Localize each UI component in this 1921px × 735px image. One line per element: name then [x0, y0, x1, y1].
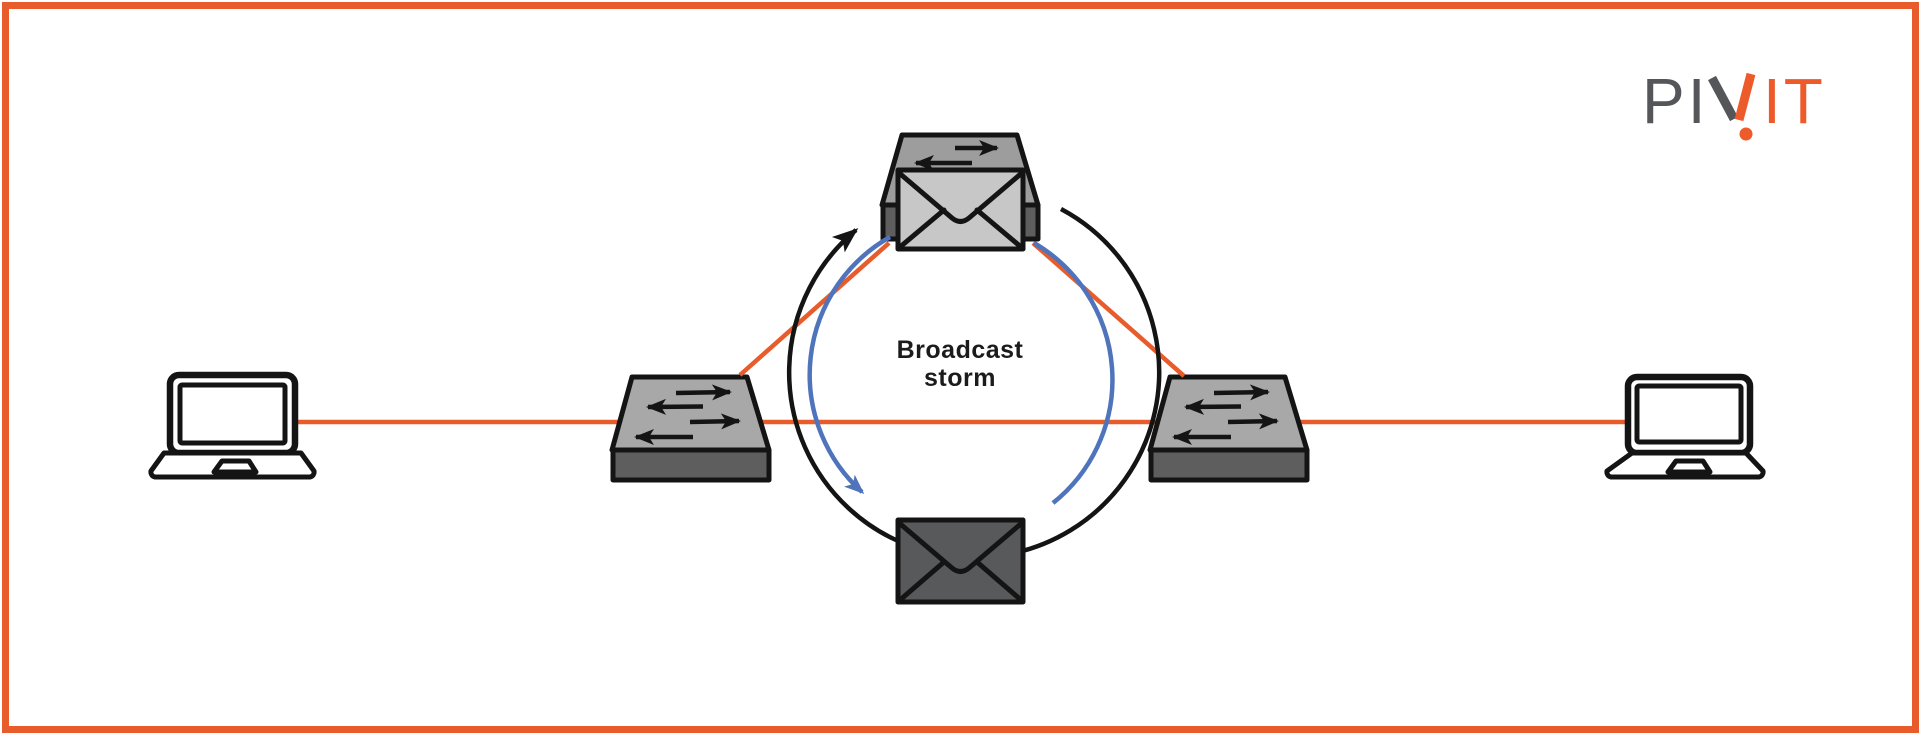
logo-exclamation-dot	[1739, 127, 1753, 141]
envelope-bottom-icon	[895, 517, 1026, 605]
switch-left-icon	[612, 377, 769, 480]
loop-arrow-blue-right-icon	[1032, 241, 1115, 505]
logo-text-gray: PI	[1642, 65, 1708, 137]
broadcast-storm-label-line1: Broadcast	[896, 336, 1024, 364]
loop-arrow-blue-left-icon	[807, 235, 892, 495]
logo-exclamation-stroke	[1734, 72, 1756, 122]
envelope-top-icon	[895, 167, 1026, 252]
link-uplink-left	[738, 241, 891, 377]
pivit-logo: PI IT	[1642, 65, 1826, 141]
laptop-left-icon	[148, 371, 317, 480]
logo-letter-v	[1708, 75, 1738, 122]
broadcast-storm-label: Broadcast storm	[840, 336, 1080, 392]
switch-right-icon	[1150, 377, 1307, 480]
laptop-right-icon	[1604, 373, 1766, 480]
logo-text-orange: IT	[1763, 65, 1826, 137]
broadcast-storm-label-line2: storm	[924, 364, 996, 392]
